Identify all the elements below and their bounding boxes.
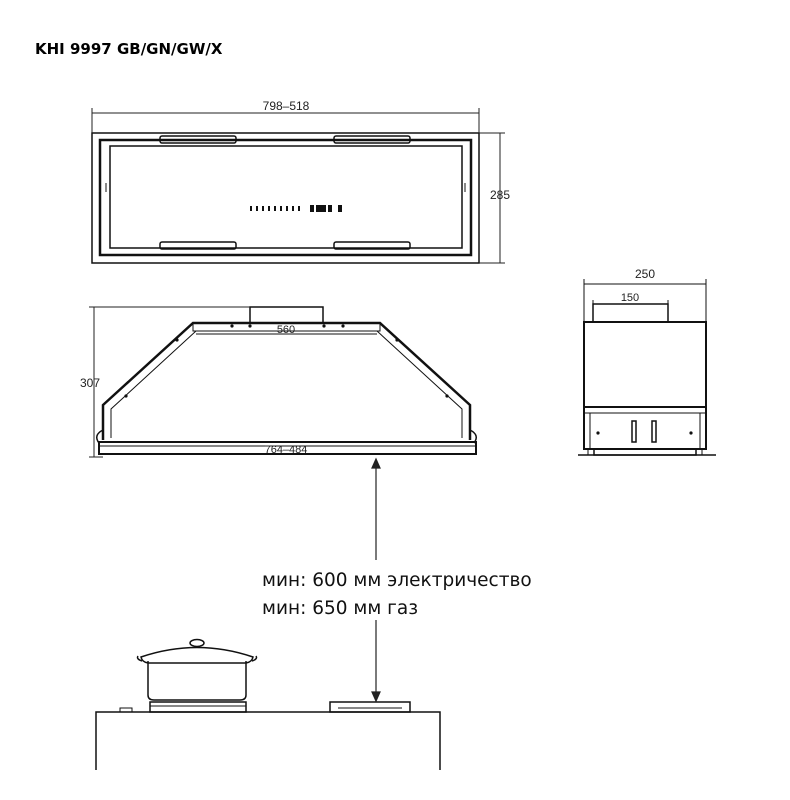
cooking-pot [136, 638, 258, 701]
side-view [578, 279, 716, 456]
clearance-electric: мин: 600 мм электричество [262, 570, 532, 591]
clearance-gas: мин: 650 мм газ [262, 598, 418, 619]
clearance-arrow [371, 457, 381, 703]
front-view [96, 306, 477, 455]
inner-width-label: 560 [277, 324, 295, 336]
front-height-label: 307 [80, 376, 100, 390]
model-title: KHI 9997 GB/GN/GW/X [35, 40, 223, 58]
side-outlet-label: 150 [621, 292, 639, 304]
cooktop [95, 701, 441, 770]
top-width-label: 798–518 [263, 99, 310, 113]
front-height-dimension [89, 306, 250, 458]
front-view-rivets [124, 324, 449, 398]
bottom-width-label: 764–484 [265, 444, 308, 456]
control-panel [250, 205, 342, 212]
top-width-dimension [91, 108, 480, 133]
top-depth-label: 285 [490, 188, 510, 202]
top-depth-dimension [479, 132, 505, 264]
side-width-label: 250 [635, 267, 655, 281]
top-view [91, 132, 480, 264]
side-view-rivets [596, 431, 693, 435]
